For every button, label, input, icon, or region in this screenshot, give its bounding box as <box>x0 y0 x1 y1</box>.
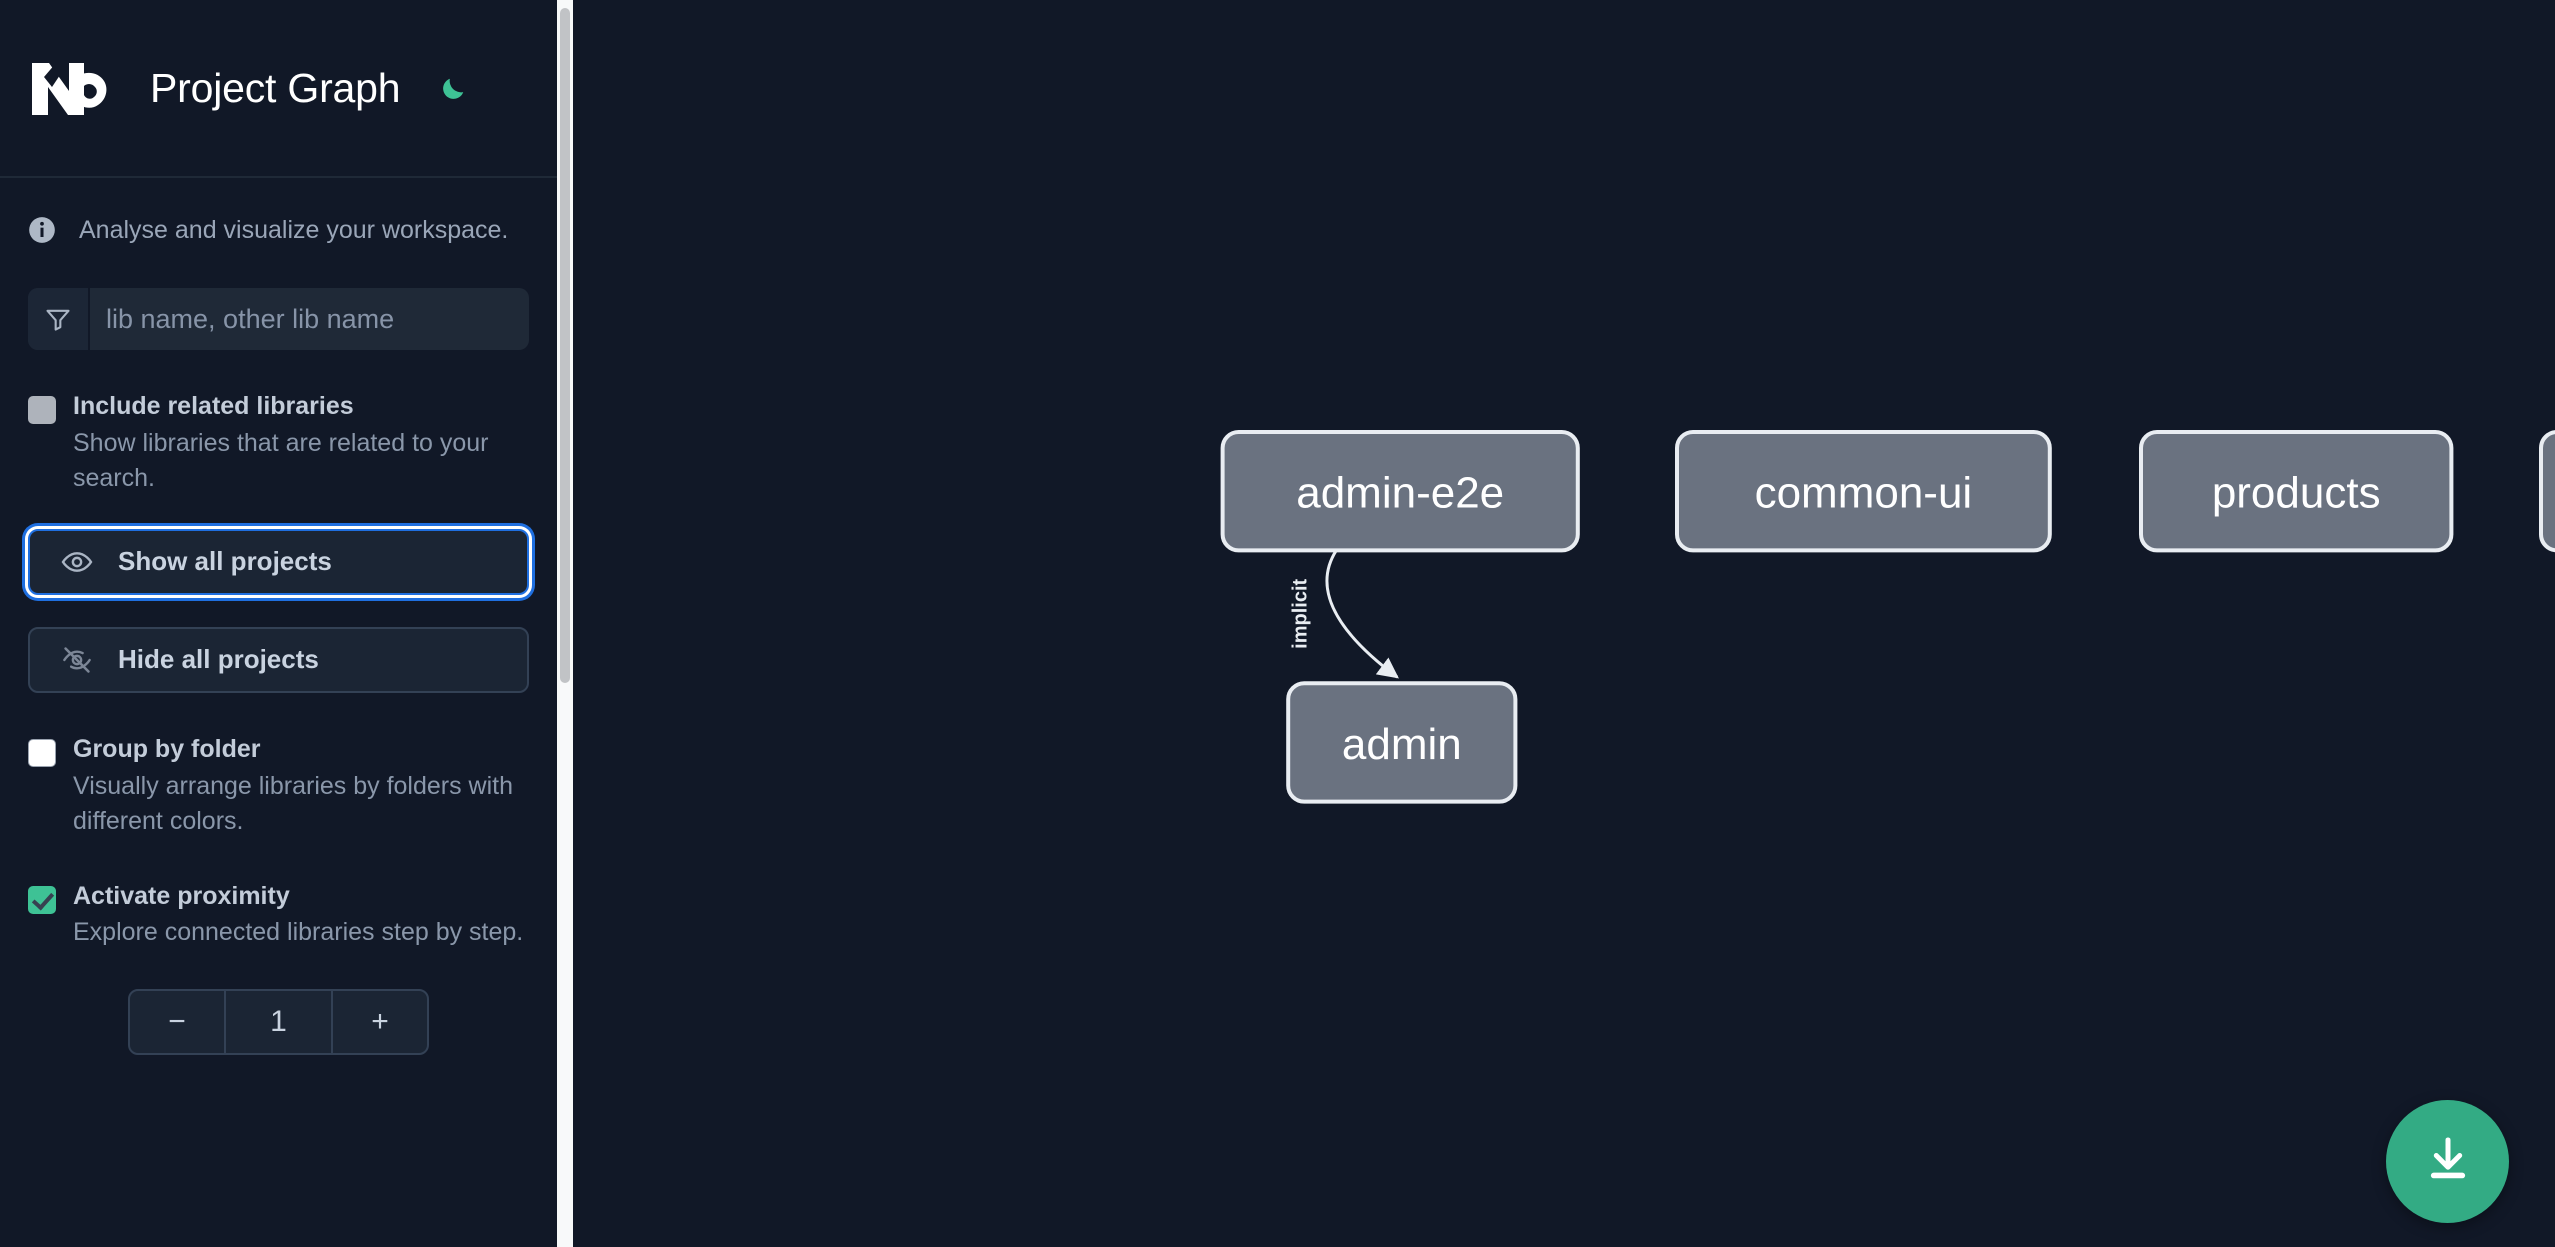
project-graph-canvas[interactable]: implicitimplicit admin-e2e common-ui produ… <box>573 0 2555 1247</box>
edge-label: implicit <box>1289 578 1311 648</box>
graph-svg: implicitimplicit admin-e2e common-ui produ… <box>1220 430 2555 804</box>
node-label: admin <box>1342 720 1462 769</box>
nx-logo-icon <box>28 57 120 119</box>
proximity-value: 1 <box>270 1004 287 1038</box>
sidebar-tagline: Analyse and visualize your workspace. <box>0 178 557 282</box>
eye-slash-icon <box>60 643 94 677</box>
edge-line <box>1325 549 1399 679</box>
filter-search-row[interactable] <box>28 288 529 350</box>
activate-proximity-checkbox[interactable] <box>28 885 56 914</box>
include-related-libraries-checkbox[interactable] <box>28 396 56 424</box>
include-related-libraries-label: Include related libraries <box>73 392 354 420</box>
option-activate-proximity[interactable]: Activate proximity Explore connected lib… <box>28 880 529 951</box>
graph-edge-admin-e2e-to-admin[interactable]: implicit <box>1289 549 1399 679</box>
proximity-stepper-wrap: − 1 + <box>28 988 529 1055</box>
sidebar-tagline-text: Analyse and visualize your workspace. <box>79 215 509 244</box>
show-all-projects-label: Show all projects <box>118 546 332 577</box>
filter-funnel-icon <box>28 288 90 350</box>
page-title: Project Graph <box>150 64 401 111</box>
proximity-increment-button[interactable]: + <box>331 990 427 1053</box>
group-by-folder-checkbox[interactable] <box>28 738 56 767</box>
graph-nodes: admin-e2e common-ui products store-e2e admin… <box>1220 430 2555 804</box>
node-label: products <box>2212 469 2381 518</box>
graph-node-products[interactable]: products <box>2139 430 2454 553</box>
search-input[interactable] <box>90 288 529 350</box>
sidebar-header: Project Graph <box>0 0 557 178</box>
graph-edges: implicitimplicit <box>1289 549 1399 679</box>
sidebar-body: Include related libraries Show libraries… <box>0 288 557 1055</box>
node-shape[interactable] <box>2139 430 2454 553</box>
moon-icon[interactable] <box>432 66 476 110</box>
node-label: common-ui <box>1755 469 1973 518</box>
node-label: admin-e2e <box>1296 469 1504 518</box>
node-shape[interactable] <box>1286 681 1518 804</box>
graph-node-admin[interactable]: admin <box>1286 681 1518 804</box>
activate-proximity-description: Explore connected libraries step by step… <box>73 918 524 947</box>
node-shape[interactable] <box>2539 430 2555 553</box>
hide-all-projects-label: Hide all projects <box>118 644 319 675</box>
graph-node-common-ui[interactable]: common-ui <box>1675 430 2052 553</box>
node-shape[interactable] <box>1675 430 2052 553</box>
sidebar: Project Graph Analyse and visualize your… <box>0 0 557 1247</box>
show-all-projects-button[interactable]: Show all projects <box>28 528 529 595</box>
proximity-stepper[interactable]: − 1 + <box>128 988 429 1055</box>
hide-all-projects-button[interactable]: Hide all projects <box>28 626 529 693</box>
download-icon <box>2422 1133 2474 1190</box>
graph-node-admin-e2e[interactable]: admin-e2e <box>1220 430 1580 553</box>
group-by-folder-label: Group by folder <box>73 734 261 763</box>
option-group-by-folder[interactable]: Group by folder Visually arrange librari… <box>28 733 529 840</box>
node-shape[interactable] <box>1220 430 1580 553</box>
option-include-related-libraries[interactable]: Include related libraries Show libraries… <box>28 390 529 497</box>
eye-icon <box>60 545 94 579</box>
graph-node-store-e2e[interactable]: store-e2e <box>2539 430 2555 553</box>
include-related-libraries-description: Show libraries that are related to your … <box>73 428 489 493</box>
info-icon <box>28 216 56 244</box>
group-by-folder-description: Visually arrange libraries by folders wi… <box>73 771 514 836</box>
download-image-button[interactable] <box>2386 1100 2509 1223</box>
proximity-decrement-button[interactable]: − <box>130 990 226 1053</box>
activate-proximity-label: Activate proximity <box>73 881 290 910</box>
sidebar-scrollbar-thumb[interactable] <box>560 8 570 683</box>
